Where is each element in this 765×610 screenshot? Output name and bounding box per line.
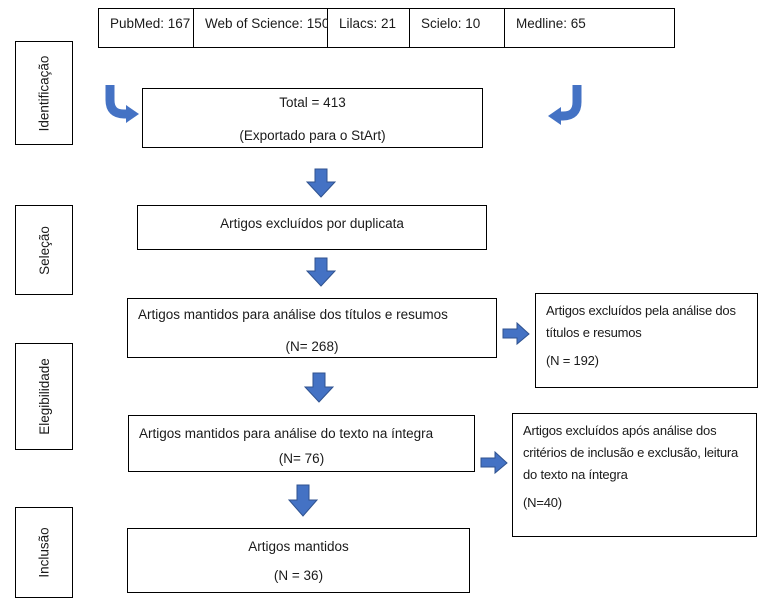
box-included-count: (N = 36): [273, 568, 324, 583]
curved-down-left-arrow-icon: [548, 85, 582, 125]
curved-down-right-arrow-icon: [105, 85, 139, 123]
box-fulltext-kept-line1: Artigos mantidos para análise do texto n…: [139, 426, 434, 441]
box-included-line1: Artigos mantidos: [248, 539, 349, 554]
box-titles-kept: Artigos mantidos para análise dos título…: [127, 298, 497, 358]
stage-selecao-label: Seleção: [36, 225, 52, 275]
down-arrow-icon: [306, 168, 336, 198]
box-titles-kept-count: (N= 268): [285, 339, 339, 354]
stage-inclusao-label: Inclusão: [36, 527, 52, 578]
source-cell-medline: Medline: 65: [505, 8, 675, 48]
box-included: Artigos mantidos (N = 36): [127, 528, 470, 593]
box-titles-excluded-line1: Artigos excluídos pela análise dos títul…: [546, 303, 736, 340]
stage-selecao: Seleção: [15, 205, 73, 295]
box-titles-excluded: Artigos excluídos pela análise dos títul…: [535, 293, 758, 388]
box-fulltext-excluded-count: (N=40): [523, 495, 562, 510]
box-duplicates-excluded-line1: Artigos excluídos por duplicata: [220, 216, 404, 231]
box-fulltext-excluded: Artigos excluídos após análise dos crité…: [512, 413, 757, 537]
down-arrow-icon: [304, 372, 334, 403]
box-titles-kept-line1: Artigos mantidos para análise dos título…: [138, 307, 448, 322]
box-total-line2: (Exportado para o StArt): [239, 128, 386, 143]
box-duplicates-excluded: Artigos excluídos por duplicata: [137, 205, 487, 250]
stage-inclusao: Inclusão: [15, 507, 73, 598]
stage-elegibilidade-label: Elegibilidade: [36, 358, 52, 435]
stage-identificacao: Identificação: [15, 41, 73, 145]
box-fulltext-excluded-line1: Artigos excluídos após análise dos crité…: [523, 423, 739, 482]
box-fulltext-kept-count: (N= 76): [278, 451, 325, 466]
box-titles-excluded-count: (N = 192): [546, 353, 599, 368]
down-arrow-icon: [306, 257, 336, 287]
source-cell-scielo: Scielo: 10: [410, 8, 505, 48]
right-arrow-icon: [502, 322, 530, 346]
box-fulltext-kept: Artigos mantidos para análise do texto n…: [128, 415, 475, 472]
stage-identificacao-label: Identificação: [36, 55, 52, 131]
sources-table: PubMed: 167 Web of Science: 150 Lilacs: …: [98, 8, 675, 48]
down-arrow-icon: [288, 484, 318, 517]
source-cell-lilacs: Lilacs: 21: [328, 8, 410, 48]
source-cell-web-of-science: Web of Science: 150: [194, 8, 329, 48]
right-arrow-icon: [480, 451, 508, 475]
box-total: Total = 413 (Exportado para o StArt): [142, 88, 483, 148]
source-cell-pubmed: PubMed: 167: [98, 8, 194, 48]
stage-elegibilidade: Elegibilidade: [15, 343, 73, 450]
box-total-line1: Total = 413: [279, 95, 346, 110]
